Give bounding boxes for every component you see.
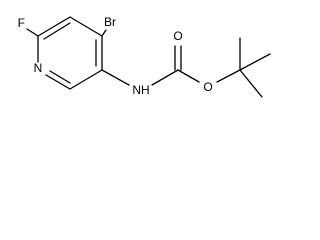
bond-c6-n1-inner — [49, 70, 71, 84]
bond-c3-c4 — [69, 16, 103, 37]
bond-c2-c3 — [37, 16, 71, 37]
atom-label-ring-nitrogen: N — [34, 61, 43, 75]
bond-ester-o-tbu — [216, 69, 241, 83]
bond-c2-f — [26, 28, 39, 37]
bond-c6-n1 — [45, 74, 71, 90]
bond-nh-carbonyl — [151, 69, 179, 86]
atom-label-bromine: Br — [104, 15, 116, 29]
bond-c2-c3-inner — [43, 22, 71, 40]
bond-c4-br — [101, 29, 107, 37]
atom-label-amide-nh: NH — [132, 83, 149, 97]
bond-carbonyl-ester-o — [177, 69, 200, 83]
bond-tbu-methyl-right — [239, 53, 271, 71]
bond-c5-nh — [101, 69, 130, 86]
bond-tbu-methyl-bottom — [239, 69, 263, 98]
atom-label-fluorine: F — [18, 16, 25, 30]
molecule-structure-diagram: F Br N NH O O — [18, 15, 271, 98]
atom-label-ester-oxygen: O — [203, 80, 212, 94]
atom-label-carbonyl-oxygen: O — [173, 29, 182, 43]
bond-c5-c6 — [69, 69, 103, 90]
